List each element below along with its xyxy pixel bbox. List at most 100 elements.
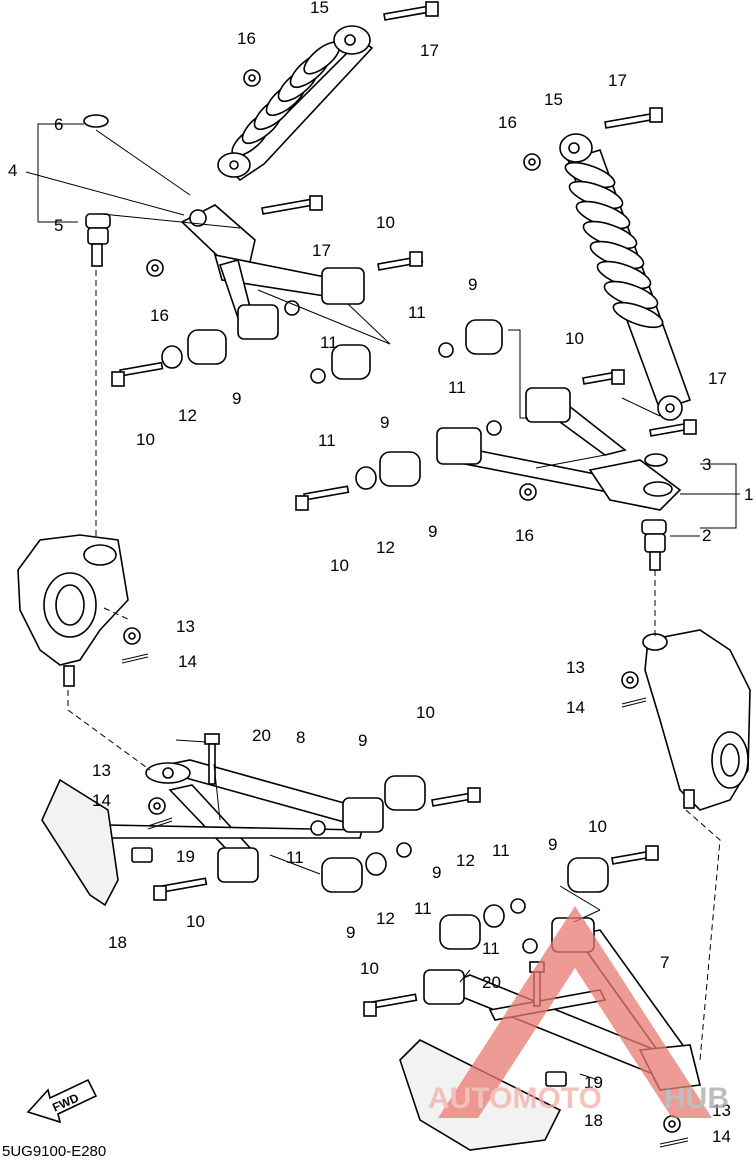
callout-20-right: 20 (482, 973, 501, 992)
callout-9-right-lower-b: 9 (432, 863, 441, 882)
cotter-pin-14-right-upper (621, 697, 647, 708)
leader-lines (25, 123, 740, 1081)
callout-10-right-front: 10 (330, 556, 349, 575)
bushing-9-left-lower-a (384, 775, 426, 811)
bolt-17-upper-right (604, 107, 663, 129)
callout-11-right-lower: 11 (492, 841, 510, 860)
watermark-triangle-icon (438, 906, 712, 1118)
callout-12-left-lower: 12 (376, 909, 395, 928)
bolt-10-right-arm (582, 369, 625, 385)
callout-16-right-arm: 16 (515, 526, 534, 545)
ball-joint-5 (85, 213, 111, 267)
cotter-pin-14-left (121, 653, 149, 664)
bolt-10-left-lower-b (153, 877, 208, 901)
bushing-9-left-upper-a (161, 329, 227, 369)
clip-19-right (545, 1071, 567, 1087)
callout-10-right-lower-b: 10 (360, 959, 379, 978)
right-knuckle (642, 629, 751, 811)
callout-10-right-arm: 10 (565, 329, 584, 348)
bolt-10-left-upper (111, 361, 164, 387)
callout-16-upper-left: 16 (237, 29, 256, 48)
nut-11-right-arm (486, 420, 502, 436)
callout-19-left: 19 (176, 847, 195, 866)
callout-14-right-upper: 14 (566, 698, 585, 717)
bolt-17-right-arm (649, 419, 697, 437)
fwd-arrow: FWD (26, 1078, 98, 1124)
callout-14-left: 14 (178, 652, 197, 671)
nut-16-upper-left (243, 69, 261, 87)
callout-17-left-arm: 17 (312, 241, 331, 260)
callout-1: 1 (744, 485, 753, 504)
callout-9-right-a: 9 (468, 275, 477, 294)
left-shock-absorber (217, 25, 374, 182)
callout-10-left-lower-b: 10 (186, 912, 205, 931)
ring-6 (83, 114, 109, 128)
callout-10-left-arm-rear: 10 (376, 213, 395, 232)
callout-13-left-lower: 13 (92, 761, 111, 780)
clip-19-left (131, 847, 153, 863)
callout-12-right: 12 (376, 538, 395, 557)
nut-13-left-lower (148, 797, 166, 815)
right-shock-absorber (559, 133, 692, 421)
callout-17-upper-right: 17 (608, 71, 627, 90)
callout-11-right-lower-b: 11 (482, 939, 500, 958)
callout-13-right-upper: 13 (566, 658, 585, 677)
diagram-code: 5UG9100-E280 (2, 1143, 106, 1160)
nut-13-left (123, 627, 141, 645)
callout-18-left: 18 (108, 933, 127, 952)
callout-10-left-lower-a: 10 (416, 703, 435, 722)
nut-13-right-upper (621, 671, 639, 689)
callout-4: 4 (8, 161, 17, 180)
callout-20-left: 20 (252, 726, 271, 745)
nut-16-left-arm (146, 259, 164, 277)
ball-joint-2 (641, 519, 667, 571)
callout-9-left-lower-b: 9 (346, 923, 355, 942)
callout-16-upper-right: 16 (498, 113, 517, 132)
bolt-17-upper-left (383, 1, 439, 21)
bolt-10-right-front (295, 485, 350, 511)
right-upper-arm (436, 387, 682, 511)
callout-11-left-lower: 11 (286, 848, 304, 867)
callout-18-right: 18 (584, 1111, 603, 1130)
callout-12-left-upper: 12 (178, 406, 197, 425)
left-upper-arm (180, 204, 365, 340)
bushing-9-left-upper-b (284, 300, 371, 384)
bolt-17-left-arm (261, 195, 323, 215)
left-lower-arm (107, 759, 384, 883)
cotter-pin-14-left-lower (147, 817, 173, 830)
callout-9-left-upper-a: 9 (232, 389, 241, 408)
cotter-pin-14-right-lower (659, 1137, 689, 1148)
nut-13-right-lower (663, 1115, 681, 1133)
callout-11-left-lower-b: 11 (414, 899, 432, 918)
callout-numbers: 15 16 17 6 4 5 16 17 10 11 9 12 9 10 11 … (8, 0, 753, 1146)
bushing-9-right-lower-a (567, 857, 609, 893)
bolt-10-right-lower-a (611, 845, 659, 865)
bushing-9-left-lower-b (321, 842, 412, 893)
watermark-word-2: HUB (664, 1082, 729, 1115)
callout-17-upper-left: 17 (420, 41, 439, 60)
callout-2: 2 (702, 526, 711, 545)
bolt-20-left (204, 733, 220, 785)
callout-16-left-arm: 16 (150, 306, 169, 325)
callout-13-left: 13 (176, 617, 195, 636)
watermark-word-1: AUTOMOTO (428, 1082, 602, 1115)
callout-15-upper-right: 15 (544, 90, 563, 109)
callout-11-left-arm: 11 (320, 333, 338, 352)
left-knuckle (17, 534, 129, 687)
callout-6: 6 (54, 115, 63, 134)
callout-9-right-lower-a: 9 (548, 835, 557, 854)
skid-guard-18-left (41, 778, 119, 907)
callout-17-right-arm: 17 (708, 369, 727, 388)
bushing-9-right-lower-b (439, 898, 538, 954)
callout-10-left-upper: 10 (136, 430, 155, 449)
callout-11-right-arm: 11 (448, 378, 466, 397)
callout-5: 5 (54, 216, 63, 235)
callout-14-left-lower: 14 (92, 791, 111, 810)
callout-8: 8 (296, 728, 305, 747)
callout-12-right-lower: 12 (456, 851, 475, 870)
nut-16-upper-right (523, 153, 541, 171)
callout-14-right-lower: 14 (712, 1127, 731, 1146)
callout-9-left-upper-b: 9 (380, 413, 389, 432)
bolt-10-right-lower-b (363, 993, 418, 1017)
